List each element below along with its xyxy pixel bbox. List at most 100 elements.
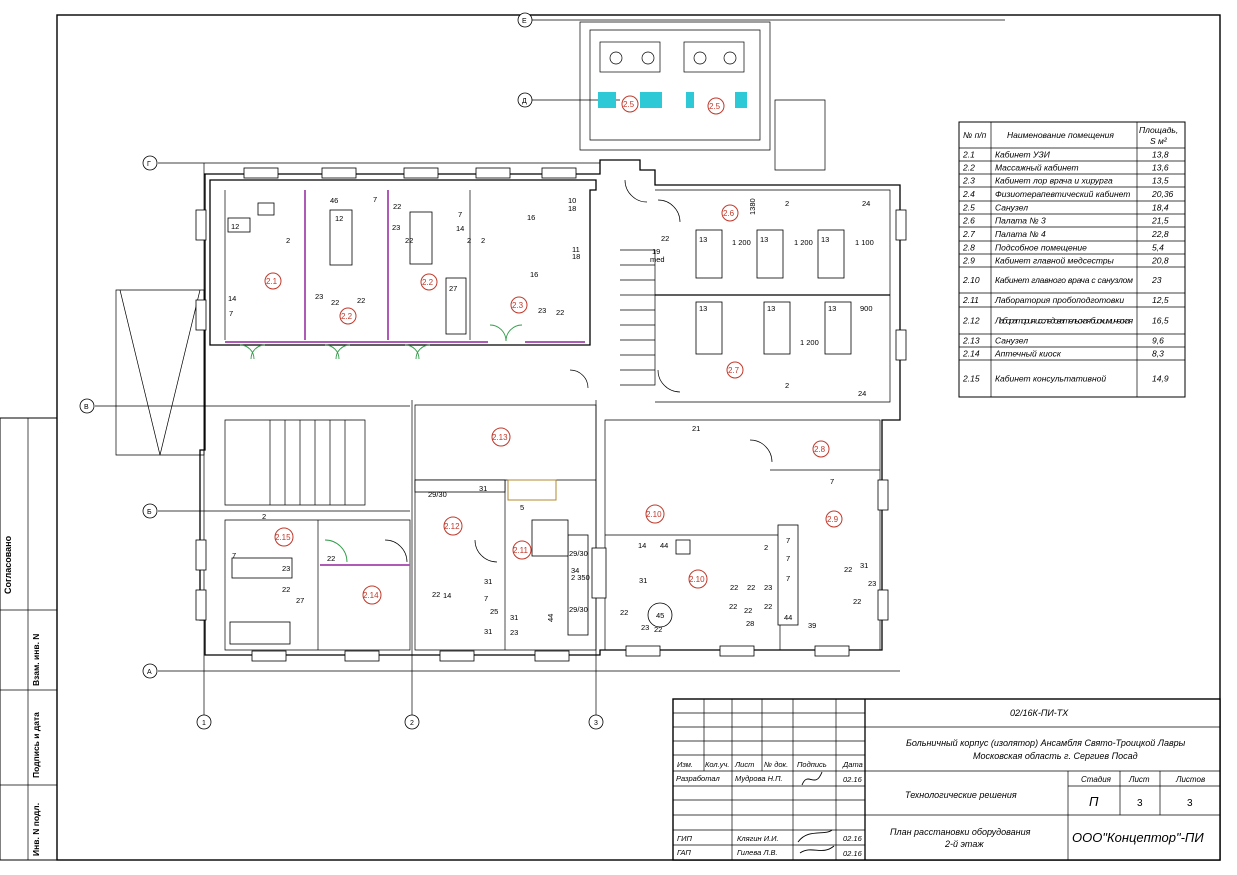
svg-text:22: 22: [764, 602, 772, 611]
svg-text:27: 27: [449, 284, 457, 293]
svg-text:21: 21: [692, 424, 700, 433]
table-cell-number: 2.1: [962, 150, 975, 160]
tb-stage-header: Стадия: [1081, 775, 1112, 784]
table-cell-number: 2.7: [962, 229, 975, 239]
room-marker-2-9: 2.9: [825, 510, 843, 528]
equipment: [227, 202, 799, 645]
tb-drawing-line2: 2-й этаж: [944, 839, 984, 849]
svg-text:7: 7: [484, 594, 488, 603]
svg-text:45: 45: [656, 611, 664, 620]
svg-text:1 100: 1 100: [855, 238, 874, 247]
partitions: [224, 190, 585, 566]
tb-sheets: 3: [1187, 798, 1193, 809]
bathroom-fixtures: [598, 41, 747, 108]
svg-text:22: 22: [661, 234, 669, 243]
table-cell-number: 2.13: [962, 336, 980, 346]
svg-text:19: 19: [652, 247, 660, 256]
room-marker-2-11: 2.11: [512, 540, 532, 560]
table-cell-area: 18,4: [1152, 203, 1169, 213]
tb-col-doc: № док.: [764, 760, 788, 769]
axis-bubble-3: 3: [588, 714, 604, 730]
svg-text:22: 22: [853, 597, 861, 606]
svg-text:10: 10: [568, 196, 576, 205]
svg-text:22: 22: [844, 565, 852, 574]
svg-text:2.9: 2.9: [827, 515, 839, 524]
table-cell-number: 2.9: [962, 256, 975, 266]
svg-text:2: 2: [785, 381, 789, 390]
table-cell-number: 2.4: [962, 189, 975, 199]
svg-text:2.12: 2.12: [444, 522, 460, 531]
tb-sheets-header: Листов: [1175, 775, 1205, 784]
room-marker-2-5a: 2.5: [621, 95, 639, 113]
tb-col-list: Лист: [734, 760, 754, 769]
room-marker-2-7: 2.7: [726, 361, 744, 379]
svg-text:2: 2: [286, 236, 290, 245]
room-marker-2-2b: 2.2: [420, 273, 438, 291]
svg-text:2.10: 2.10: [689, 575, 705, 584]
svg-text:24: 24: [858, 389, 866, 398]
svg-text:2 350: 2 350: [571, 573, 590, 582]
svg-text:7: 7: [458, 210, 462, 219]
svg-text:В: В: [84, 404, 89, 411]
svg-text:31: 31: [510, 613, 518, 622]
svg-text:22: 22: [729, 602, 737, 611]
tb-name-gap: Гилева Л.В.: [737, 848, 778, 857]
table-cell-room-name: Кабинет главного врача с санузлом: [995, 275, 1133, 285]
svg-text:22: 22: [620, 608, 628, 617]
svg-text:2.2: 2.2: [341, 312, 353, 321]
table-cell-room-name: Кабинет главной медсестры: [995, 256, 1115, 266]
tb-col-kol: Кол.уч.: [705, 760, 729, 769]
svg-text:13: 13: [699, 304, 707, 313]
title-block: [672, 698, 1221, 861]
svg-text:25: 25: [490, 607, 498, 616]
svg-text:14: 14: [443, 591, 451, 600]
svg-text:2: 2: [410, 720, 414, 727]
building-walls: [115, 21, 901, 656]
table-cell-area: 22,8: [1151, 229, 1169, 239]
svg-text:2: 2: [481, 236, 485, 245]
axis-bubble-b: Б: [142, 503, 158, 519]
svg-text:16: 16: [530, 270, 538, 279]
table-cell-number: 2.6: [962, 216, 975, 226]
room-marker-2-10b: 2.10: [688, 569, 708, 589]
svg-text:Д: Д: [522, 98, 527, 105]
svg-text:24: 24: [862, 199, 870, 208]
svg-text:34: 34: [571, 566, 579, 575]
table-cell-room-name: Подсобное помещение: [995, 243, 1087, 253]
room-marker-2-3: 2.3: [510, 296, 528, 314]
table-cell-number: 2.14: [962, 349, 980, 359]
table-cell-number: 2.12: [962, 316, 980, 326]
table-cell-room-name: Массажный кабинет: [995, 163, 1079, 173]
tb-role-gap: ГАП: [677, 848, 691, 857]
table-cell-area: 14,9: [1152, 374, 1169, 384]
table-cell-room-name: Кабинет УЗИ: [995, 150, 1051, 160]
svg-text:22: 22: [405, 236, 413, 245]
table-cell-room-name: Санузел: [995, 203, 1028, 213]
svg-text:23: 23: [764, 583, 772, 592]
room-marker-2-12: 2.12: [443, 516, 463, 536]
svg-text:16: 16: [527, 213, 535, 222]
svg-text:13: 13: [760, 235, 768, 244]
room-marker-2-5b: 2.5: [707, 97, 725, 115]
svg-text:22: 22: [327, 554, 335, 563]
svg-text:1 200: 1 200: [800, 338, 819, 347]
table-cell-area: 8,3: [1152, 349, 1164, 359]
table-cell-area: 5,4: [1152, 243, 1164, 253]
svg-text:7: 7: [229, 309, 233, 318]
room-schedule-table: № п/п Наименование помещения Площадь, S …: [958, 121, 1186, 398]
tb-company: ООО"Концептор"-ПИ: [1072, 830, 1204, 845]
svg-text:23: 23: [538, 306, 546, 315]
svg-text:31: 31: [484, 577, 492, 586]
svg-text:12: 12: [335, 214, 343, 223]
svg-text:11: 11: [572, 245, 580, 254]
table-cell-area: 21,5: [1151, 216, 1169, 226]
table-cell-area: 9,6: [1152, 336, 1164, 346]
side-stamp-approved: Согласовано: [3, 535, 13, 594]
svg-text:7: 7: [786, 536, 790, 545]
tb-sheet-header: Лист: [1128, 775, 1150, 784]
svg-text:14: 14: [456, 224, 464, 233]
table-cell-number: 2.11: [962, 295, 979, 305]
tb-col-date: Дата: [842, 760, 863, 769]
table-cell-area: 12,5: [1152, 295, 1169, 305]
room-marker-2-13: 2.13: [491, 427, 511, 447]
